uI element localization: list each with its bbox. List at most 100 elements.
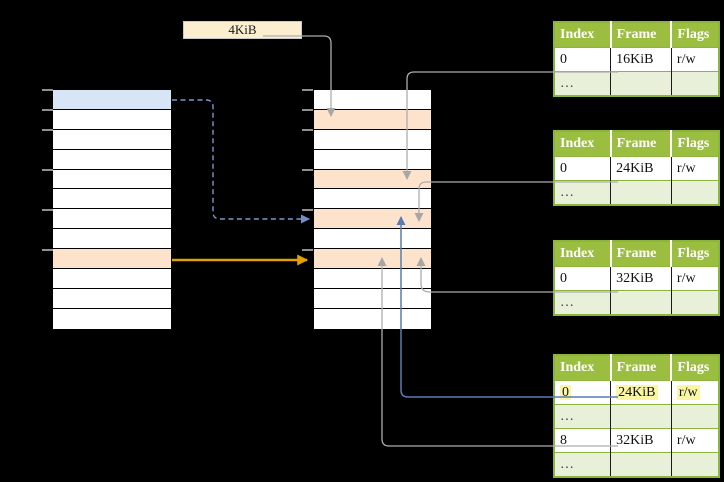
table-row-entry: 0 24KiB r/w (554, 380, 719, 405)
highlighted-value: r/w (676, 384, 700, 400)
header-cell-frame: Frame (610, 131, 673, 157)
table-cell: 8 (554, 428, 612, 453)
header-cell-flags: Flags (671, 241, 719, 267)
table-cell: 32KiB (610, 266, 672, 291)
header-cell-index: Index (554, 131, 612, 157)
table-cell (671, 290, 719, 315)
memory-row (53, 149, 171, 170)
physical-memory-column (313, 89, 432, 331)
table-cell: … (554, 290, 612, 315)
memory-row-highlight-orange (53, 249, 171, 270)
address-tick (302, 249, 313, 251)
virtual-memory-column (52, 89, 172, 331)
table-cell: … (554, 404, 612, 429)
memory-row (53, 129, 171, 150)
address-tick (42, 89, 53, 91)
page-size-label: 4KiB (183, 21, 302, 39)
table-cell (671, 452, 719, 477)
table-row-ellipsis: … (554, 452, 719, 477)
table-cell: … (554, 452, 612, 477)
table-cell: r/w (671, 380, 719, 405)
memory-row (314, 149, 431, 170)
memory-row (53, 169, 171, 190)
page-size-text: 4KiB (228, 22, 257, 37)
table-cell: … (554, 71, 612, 96)
address-tick (302, 89, 313, 91)
table-cell: 0 (554, 266, 612, 291)
table-cell (610, 452, 672, 477)
address-tick (42, 109, 53, 111)
table-cell: 0 (554, 156, 612, 181)
address-tick (302, 109, 313, 111)
memory-row-highlight-orange (314, 109, 431, 130)
table-cell: r/w (671, 266, 719, 291)
header-cell-index: Index (554, 241, 612, 267)
table-row-ellipsis: … (554, 180, 719, 205)
table-cell (610, 404, 672, 429)
table-cell: r/w (671, 47, 719, 72)
table-cell: 0 (554, 380, 612, 405)
header-cell-index: Index (554, 22, 612, 48)
memory-row (53, 209, 171, 230)
memory-row (314, 90, 431, 110)
table-cell (671, 180, 719, 205)
header-cell-index: Index (554, 355, 612, 381)
memory-row (314, 229, 431, 250)
table-row-ellipsis: … (554, 404, 719, 429)
arrow-page-to-frame-dashed (172, 99, 310, 224)
table-cell (610, 180, 672, 205)
table-cell: … (554, 180, 612, 205)
memory-row (53, 189, 171, 210)
header-cell-flags: Flags (671, 355, 719, 381)
table-cell (671, 71, 719, 96)
memory-row (314, 129, 431, 150)
table-cell: r/w (671, 156, 719, 181)
address-tick (42, 169, 53, 171)
table-cell (610, 290, 672, 315)
table-row-ellipsis: … (554, 71, 719, 96)
header-cell-flags: Flags (671, 131, 719, 157)
table-cell: 16KiB (610, 47, 672, 72)
memory-row-highlight-orange (314, 209, 431, 230)
address-tick (42, 249, 53, 251)
memory-row (53, 109, 171, 130)
table-cell: 32KiB (610, 428, 672, 453)
table-cell (671, 404, 719, 429)
memory-row (314, 269, 431, 289)
memory-row (53, 288, 171, 309)
table-cell: 0 (554, 47, 612, 72)
address-tick (302, 129, 313, 131)
table-cell: 24KiB (610, 380, 672, 405)
table-cell: r/w (671, 428, 719, 453)
highlighted-value: 24KiB (616, 384, 658, 400)
address-tick (42, 129, 53, 131)
address-tick (302, 169, 313, 171)
memory-row (314, 189, 431, 210)
header-cell-flags: Flags (671, 22, 719, 48)
memory-row-highlight-orange (314, 249, 431, 270)
memory-row (314, 308, 431, 329)
memory-row-highlight-orange (314, 169, 431, 190)
address-tick (42, 209, 53, 211)
header-cell-frame: Frame (610, 241, 673, 267)
memory-row (53, 308, 171, 329)
memory-row (53, 269, 171, 289)
memory-row (53, 229, 171, 250)
memory-row-highlight-blue (53, 90, 171, 110)
table-row-ellipsis: … (554, 290, 719, 315)
table-cell: 24KiB (610, 156, 672, 181)
highlighted-value: 0 (560, 384, 571, 400)
header-cell-frame: Frame (610, 355, 673, 381)
address-tick (302, 209, 313, 211)
